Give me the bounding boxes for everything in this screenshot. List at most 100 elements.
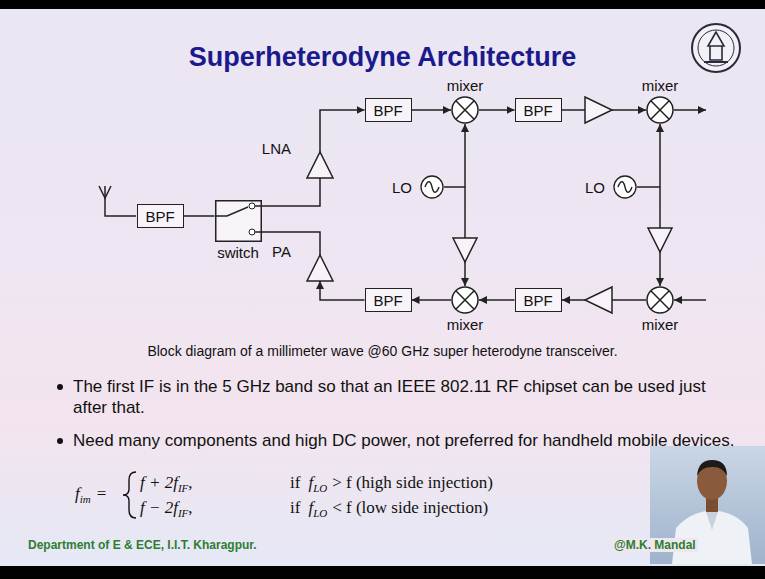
title-holder: Superheterodyne Architecture xyxy=(0,42,765,73)
oscillator-circle xyxy=(421,176,443,198)
signal-connector xyxy=(320,110,365,152)
mixer-symbol: mixer xyxy=(646,286,674,314)
signal-connector xyxy=(262,178,321,206)
logo-ring xyxy=(692,24,740,72)
math-word: if xyxy=(290,498,300,517)
oscillator-symbol: LO xyxy=(613,175,637,199)
presenter-hair xyxy=(697,460,727,476)
oscillator-symbol: LO xyxy=(420,175,444,199)
signal-connector xyxy=(637,124,660,187)
logo-emblem xyxy=(708,32,724,60)
presenter-shirt xyxy=(672,510,752,564)
antenna-symbol xyxy=(99,186,136,216)
amplifier-symbol xyxy=(307,255,333,281)
lo-wire xyxy=(464,187,466,238)
bullet-text: Need many components and high DC power, … xyxy=(73,431,735,450)
mixer-symbol xyxy=(646,96,674,124)
mixer-symbol xyxy=(451,96,479,124)
mixer-circle xyxy=(647,287,673,313)
institute-logo xyxy=(692,24,740,72)
bullet-holder: Need many components and high DC power, … xyxy=(73,430,738,451)
wire xyxy=(562,299,585,301)
math-symbol: f xyxy=(75,484,80,503)
amplifier-symbol xyxy=(307,152,333,178)
mixer-symbol xyxy=(646,286,674,314)
mixer-symbol: mixer xyxy=(646,96,674,124)
math-symbol: , xyxy=(188,473,192,492)
wire xyxy=(612,299,646,301)
amplifier-symbol xyxy=(453,238,477,262)
mixer-cross xyxy=(456,101,474,119)
math-word: if xyxy=(290,473,300,492)
math-symbol: f xyxy=(308,473,313,492)
math-subscript: IF xyxy=(178,482,188,494)
mixer-circle xyxy=(647,97,673,123)
amplifier-symbol xyxy=(585,97,612,123)
math-subscript: LO xyxy=(313,482,327,494)
mixer-cross xyxy=(651,291,669,309)
oscillator-symbol xyxy=(420,175,444,199)
amplifier-symbol xyxy=(648,228,672,252)
formula-part: f − 2fIF, xyxy=(140,498,193,523)
box-label: BPF xyxy=(373,292,402,309)
footer-holder: Department of E & ECE, I.I.T. Kharagpur. xyxy=(28,538,257,552)
math-condition: > f (high side injection) xyxy=(332,473,493,492)
switch-box: switch xyxy=(215,200,262,242)
switch-contact xyxy=(249,229,255,235)
author-text: @M.K. Mandal xyxy=(612,538,698,552)
formula-part: iffLO< f (low side injection) xyxy=(290,498,488,523)
signal-connector xyxy=(412,299,452,301)
formula-part: fim= xyxy=(75,484,106,509)
math-subscript: im xyxy=(80,493,91,505)
caption-holder: Block diagram of a millimeter wave @60 G… xyxy=(0,343,765,359)
filter-box: BPF xyxy=(515,98,562,122)
logo-emblem xyxy=(704,61,728,63)
box-label: BPF xyxy=(145,208,174,225)
amplifier-triangle xyxy=(307,152,333,178)
bullet-holder: The first IF is in the 5 GHz band so tha… xyxy=(73,376,738,418)
bullet-dot xyxy=(57,384,63,390)
amplifiers xyxy=(453,97,672,313)
filter-box: BPF xyxy=(365,288,412,312)
mixer-symbol: mixer xyxy=(451,286,479,314)
figure-caption: Block diagram of a millimeter wave @60 G… xyxy=(147,343,617,359)
part-label: mixer xyxy=(447,316,484,333)
signal-connector xyxy=(479,299,515,301)
slide-title: Superheterodyne Architecture xyxy=(189,42,577,72)
mixer-symbol xyxy=(451,286,479,314)
math-subscript: IF xyxy=(178,507,188,519)
filter-box: BPF xyxy=(365,98,412,122)
formula-brace xyxy=(123,472,136,518)
footer-text: Department of E & ECE, I.I.T. Kharagpur. xyxy=(28,538,257,552)
lo-wire xyxy=(659,252,661,286)
part-label: LNA xyxy=(262,140,291,157)
filter-box: BPF xyxy=(137,204,184,228)
oscillator-symbol xyxy=(613,175,637,199)
mixer-circle xyxy=(452,287,478,313)
wire xyxy=(562,109,585,111)
wire xyxy=(674,299,706,301)
sine-symbol xyxy=(425,182,439,193)
formula-part: iffLO > f (high side injection) xyxy=(290,473,493,498)
antenna-wire xyxy=(105,186,136,216)
box-label: BPF xyxy=(523,102,552,119)
part-label: LO xyxy=(585,179,605,196)
mixer-cross xyxy=(651,101,669,119)
presenter-collar xyxy=(706,512,718,530)
lo-wire xyxy=(464,262,466,286)
box-label: BPF xyxy=(373,102,402,119)
formula-part: f + 2fIF, xyxy=(140,473,193,498)
wire xyxy=(612,109,646,111)
part-label: LO xyxy=(392,179,412,196)
math-term: f + 2f xyxy=(140,473,178,492)
bullet-dot xyxy=(57,438,63,444)
sine-symbol xyxy=(618,182,632,193)
math-symbol: f xyxy=(308,498,313,517)
signal-connector xyxy=(479,109,515,111)
switch-contact xyxy=(249,203,255,209)
part-label: switch xyxy=(217,244,259,261)
oscillator-circle xyxy=(614,176,636,198)
part-label: mixer xyxy=(642,77,679,94)
lo-wire xyxy=(659,187,661,228)
amplifier-symbol: PA xyxy=(307,255,333,281)
